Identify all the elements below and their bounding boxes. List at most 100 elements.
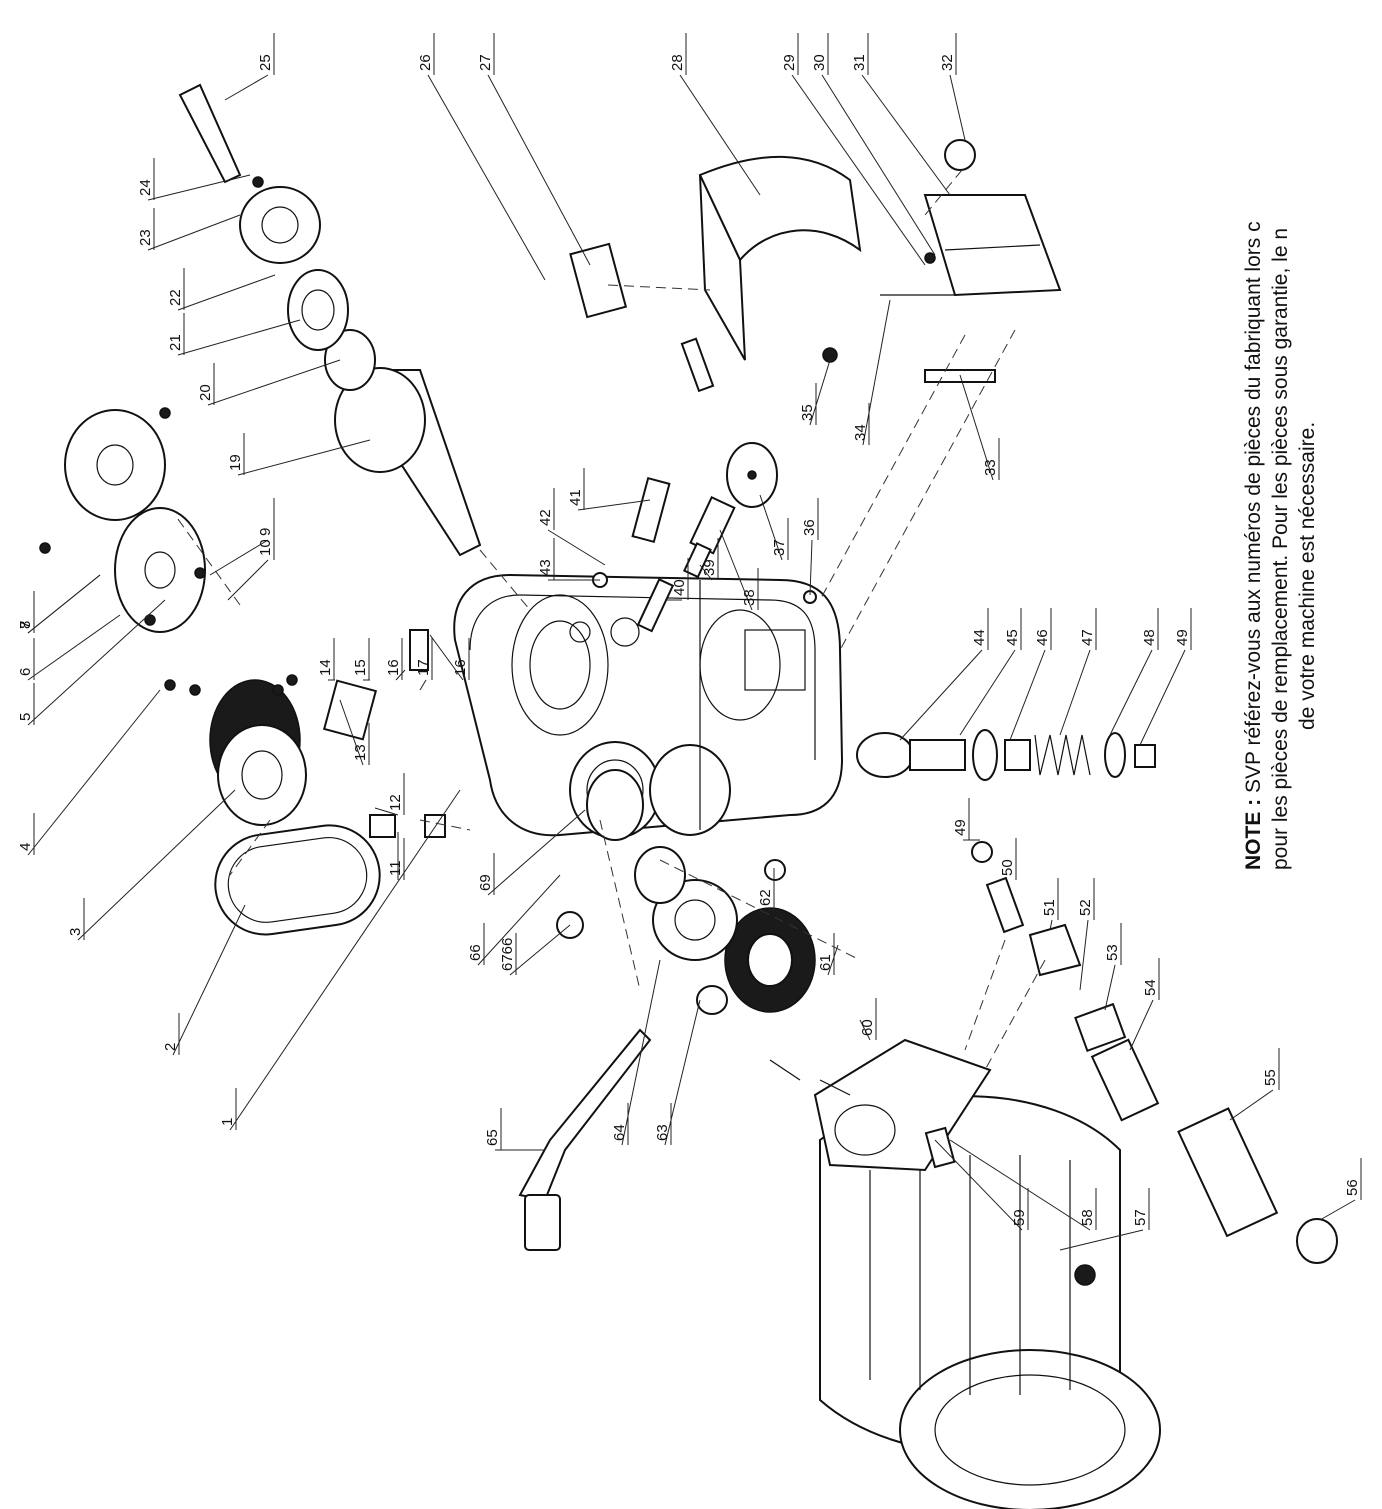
callout-number: 43: [537, 559, 554, 576]
callout-c21: 21: [167, 313, 301, 356]
callout-c38: 38: [719, 529, 759, 611]
callout-leader: [1229, 1089, 1274, 1121]
callout-c15: 15: [352, 638, 370, 681]
callout-c48: 48: [1109, 608, 1159, 736]
callout-c3: 3: [67, 789, 236, 941]
callout-c33: 33: [959, 374, 1000, 481]
callout-c16b: 16: [429, 634, 470, 681]
callout-leader: [339, 699, 364, 766]
callout-c32: 32: [939, 33, 966, 141]
callout-c57: 57: [1059, 1188, 1150, 1251]
callout-c13: 13: [339, 699, 370, 766]
callout-leader: [374, 807, 399, 816]
callout-number: 63: [654, 1124, 671, 1141]
callout-c42: 42: [537, 488, 606, 566]
callout-leader: [959, 649, 1016, 736]
callout-leader: [224, 74, 269, 101]
callout-leader: [209, 539, 269, 576]
callout-number: 4: [17, 843, 34, 851]
callout-c20: 20: [197, 359, 341, 406]
callout-leader: [809, 539, 813, 596]
callout-c65: 65: [484, 1108, 545, 1151]
part-drawings: [39, 83, 1338, 1509]
callout-number: 30: [811, 54, 828, 71]
callout-leader: [899, 649, 983, 741]
callout-c44: 44: [899, 608, 989, 741]
callout-number: 65: [484, 1129, 501, 1146]
callout-number: 16: [385, 659, 402, 676]
guard-cover-part: [569, 155, 862, 393]
callout-c58: 58: [949, 1139, 1097, 1231]
callout-leader: [27, 689, 161, 856]
callout-leader: [77, 789, 236, 941]
callout-number: 32: [939, 54, 956, 71]
callout-c40: 40: [665, 558, 689, 601]
note-line-1-text: SVP référez-vous aux numéros de pièces d…: [1242, 221, 1265, 793]
callout-c55: 55: [1229, 1048, 1280, 1121]
note-line-1: NOTE : SVP référez-vous aux numéros de p…: [1240, 0, 1267, 870]
callout-c19: 19: [227, 433, 371, 476]
callout-leader: [229, 789, 461, 1131]
callout-number: 40: [671, 579, 688, 596]
callout-c6766: 6766: [499, 924, 571, 976]
callout-number: 69: [477, 874, 494, 891]
callout-c1: 1: [219, 789, 461, 1131]
callout-leader: [177, 319, 301, 356]
callout-number: 20: [197, 384, 214, 401]
callout-number: 8: [17, 621, 34, 629]
callout-leader: [1059, 1229, 1144, 1251]
note-block: NOTE : SVP référez-vous aux numéros de p…: [1240, 221, 1319, 890]
callout-leader: [577, 499, 651, 511]
callout-number: 21: [167, 334, 184, 351]
callout-number: 27: [477, 54, 494, 71]
callout-leader: [934, 1139, 1023, 1231]
callout-number: 64: [611, 1124, 628, 1141]
callout-leader: [1059, 649, 1091, 736]
callout-number: 56: [1344, 1179, 1361, 1196]
callout-leader: [861, 74, 951, 196]
callout-c14: 14: [317, 638, 335, 681]
callout-leader: [719, 529, 753, 611]
callout-number: 42: [537, 509, 554, 526]
gear-pulley-part: [164, 674, 307, 826]
callout-leader: [177, 274, 276, 311]
callout-leader: [427, 74, 546, 281]
callout-c37: 37: [759, 494, 789, 561]
assembly-dashed-lines: [174, 169, 1046, 1071]
callout-number: 11: [387, 860, 404, 876]
callout-c49a: 49: [1139, 608, 1192, 746]
callout-c10: 10: [227, 518, 275, 601]
callout-number: 6766: [499, 938, 516, 971]
callout-c25: 25: [224, 33, 275, 101]
callout-number: 58: [1079, 1209, 1096, 1226]
callout-number: 28: [669, 54, 686, 71]
callout-number: 15: [352, 659, 369, 676]
callout-c43: 43: [537, 538, 600, 581]
callout-c39: 39: [699, 538, 719, 581]
callout-leader: [1009, 649, 1046, 741]
callout-number: 1: [219, 1118, 236, 1126]
callout-c53: 53: [1104, 923, 1122, 1011]
callout-leader: [227, 559, 269, 601]
callout-number: 45: [1004, 629, 1021, 646]
callout-c66: 66: [467, 874, 561, 966]
callout-c59: 59: [934, 1139, 1029, 1231]
callout-number: 59: [1011, 1209, 1028, 1226]
callout-leader: [395, 669, 406, 681]
callout-c36: 36: [801, 498, 819, 596]
callout-number: 7: [17, 621, 34, 629]
callout-leader: [172, 904, 246, 1056]
callout-leader: [699, 564, 713, 581]
callout-number: 46: [1034, 629, 1051, 646]
callout-number: 54: [1142, 979, 1159, 996]
callout-number: 49: [952, 819, 969, 836]
callout-number: 66: [467, 944, 484, 961]
callout-leader: [27, 574, 101, 634]
callout-c49b: 49: [952, 798, 980, 841]
callout-number: 47: [1079, 629, 1096, 646]
callout-leader: [429, 634, 464, 681]
motor-part: [819, 1095, 1161, 1509]
callout-number: 44: [971, 629, 988, 646]
callout-number: 14: [317, 659, 334, 676]
